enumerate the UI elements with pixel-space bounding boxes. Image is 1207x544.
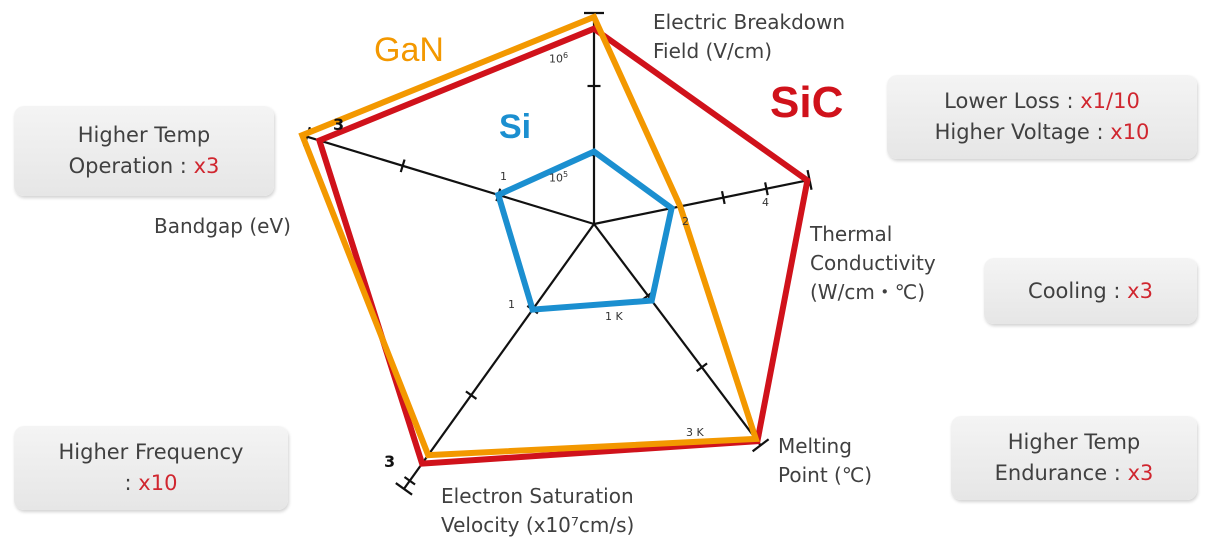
callout-higher-frequency-value2: x10 [138,471,178,495]
callout-temp-endurance: Higher Temp Endurance : x3 [951,416,1197,500]
tick-label-bandgap-1: 1 [500,170,507,183]
axis-label-thermal: Thermal Conductivity (W/cm・℃) [810,220,936,307]
tick-label-breakdown-1-exp: 5 [563,170,569,179]
series-polygon-si [494,148,675,313]
callout-higher-frequency: Higher Frequency : x10 [14,426,288,510]
axis-end-cap-melting [751,438,770,453]
axis-tick-thermal-3 [720,190,726,205]
axis-label-velocity-line1: Electron Saturation [441,484,634,508]
axis-label-thermal-line3: (W/cm・℃) [810,280,926,304]
axis-label-bandgap: Bandgap (eV) [154,212,291,241]
axis-end-cap-velocity [395,482,413,496]
axis-label-breakdown: Electric Breakdown Field (V/cm) [653,8,845,66]
callout-temp-endurance-line2: Endurance : x3 [995,458,1154,489]
tick-label-velocity-3: 3 [384,452,396,471]
axis-line-melting [593,223,762,446]
axis-line-velocity [403,223,595,490]
axis-tick-thermal-4 [764,182,769,196]
tick-label-breakdown-2-base: 10 [549,52,563,66]
callout-higher-frequency-text1: Higher Frequency [58,440,244,464]
axis-label-velocity-line2: Velocity (x10⁷cm/s) [441,513,635,537]
axis-tick-velocity-3 [403,476,416,486]
tick-label-breakdown-1-base: 10 [549,171,563,185]
axis-label-breakdown-line1: Electric Breakdown [653,10,846,34]
callout-cooling: Cooling : x3 [984,258,1197,324]
axis-tick-velocity-2 [465,390,478,400]
tick-label-thermal-4: 4 [762,196,769,209]
callout-higher-frequency-text2: : [124,471,139,495]
tick-label-velocity-1: 1 [508,298,515,311]
callout-cooling-text1: Cooling : [1028,278,1128,303]
callout-cooling-line1: Cooling : x3 [1028,276,1153,307]
callout-lower-loss-text1: Lower Loss : [944,89,1081,113]
callout-lower-loss-value1: x1/10 [1080,89,1140,113]
tick-label-bandgap-3: 3 [333,115,345,134]
callout-higher-frequency-line2: : x10 [125,468,178,499]
axes-layer [303,11,813,496]
callout-cooling-value1: x3 [1127,278,1153,303]
callout-lower-loss-line1: Lower Loss : x1/10 [944,86,1140,117]
axis-line-thermal [593,178,810,226]
axis-label-breakdown-line2: Field (V/cm) [653,39,773,63]
callout-lower-loss-line2: Higher Voltage : x10 [935,117,1150,148]
callout-lower-loss-text2: Higher Voltage : [934,120,1111,144]
axis-label-bandgap-line1: Bandgap (eV) [154,214,291,238]
series-label-gan: GaN [374,31,444,69]
callout-temp-operation-line2: Operation : x3 [69,151,220,182]
tick-label-breakdown-2-exp: 6 [563,51,569,60]
tick-label-thermal-2: 2 [682,215,689,228]
tick-label-melting-3: 3 K [686,426,704,439]
axis-label-melting: Melting Point (℃) [778,432,872,490]
series-layer [298,13,811,467]
series-label-sic: SiC [770,78,844,127]
callout-temp-operation-value2: x3 [193,154,220,178]
series-polygon-sic [315,25,811,467]
axis-line-bandgap [306,135,595,226]
axis-label-thermal-line2: Conductivity [810,251,936,275]
series-polygon-gan [298,13,760,459]
callout-temp-operation-text1: Higher Temp [77,123,211,147]
callout-temp-endurance-text1: Higher Temp [1007,430,1141,454]
axis-tick-melting-2 [696,362,708,373]
callout-temp-endurance-value2: x3 [1127,461,1154,485]
tick-label-breakdown-2: 106 [549,51,568,66]
callout-temp-endurance-text2: Endurance : [994,461,1128,485]
tick-label-breakdown-1: 105 [549,170,568,185]
axis-label-thermal-line1: Thermal [810,222,893,246]
tick-label-melting-1: 1 K [605,310,623,323]
callout-lower-loss: Lower Loss : x1/10 Higher Voltage : x10 [887,75,1197,159]
callout-temp-operation-text2: Operation : [68,154,194,178]
axis-label-velocity: Electron Saturation Velocity (x10⁷cm/s) [441,482,634,540]
callout-temp-operation: Higher Temp Operation : x3 [14,106,274,196]
series-label-si: Si [499,108,532,146]
callout-lower-loss-value2: x10 [1110,120,1150,144]
axis-tick-bandgap-2 [399,159,406,173]
axis-label-melting-line1: Melting [778,434,852,458]
axis-label-melting-line2: Point (℃) [778,463,873,487]
